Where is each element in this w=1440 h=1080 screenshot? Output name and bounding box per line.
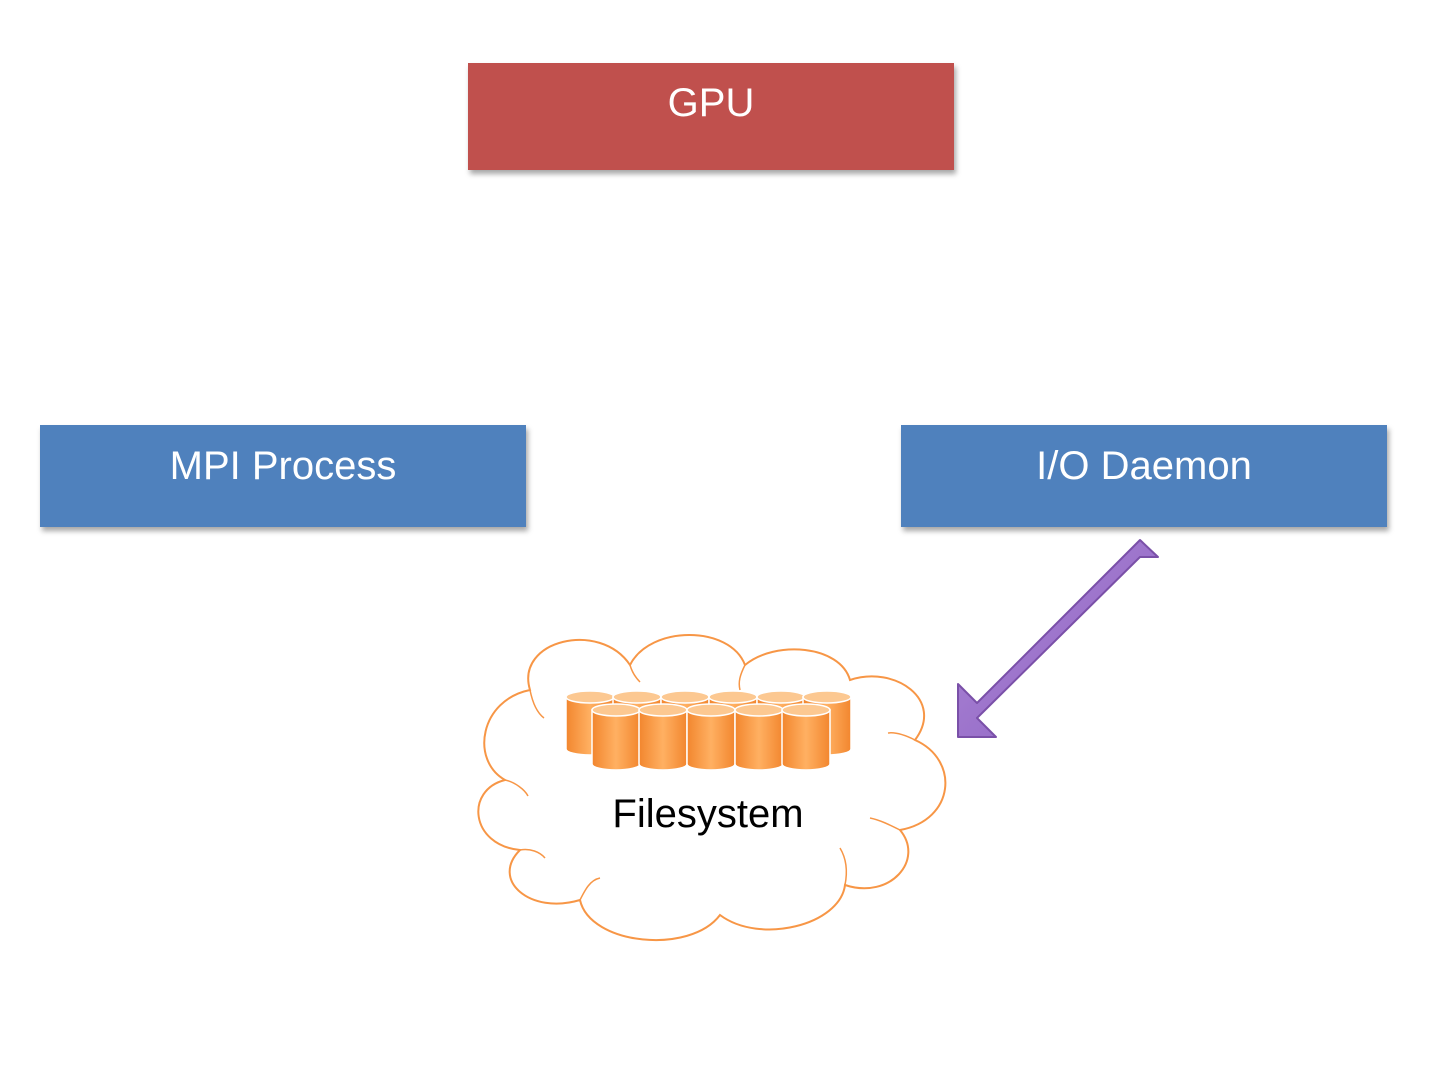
disk-cylinder-icon xyxy=(781,703,831,771)
arrow-io-to-filesystem xyxy=(957,539,1159,738)
disk-cylinder-icon xyxy=(638,703,688,771)
disk-stack-icon xyxy=(565,690,852,771)
gpu-box: GPU xyxy=(468,63,954,170)
disk-cylinder-icon xyxy=(734,703,784,771)
mpi-process-box: MPI Process xyxy=(40,425,526,527)
io-daemon-box: I/O Daemon xyxy=(901,425,1387,527)
filesystem-cloud xyxy=(477,634,947,941)
disk-cylinder-icon xyxy=(591,703,641,771)
filesystem-label: Filesystem xyxy=(612,792,804,836)
disk-cylinder-icon xyxy=(686,703,736,771)
